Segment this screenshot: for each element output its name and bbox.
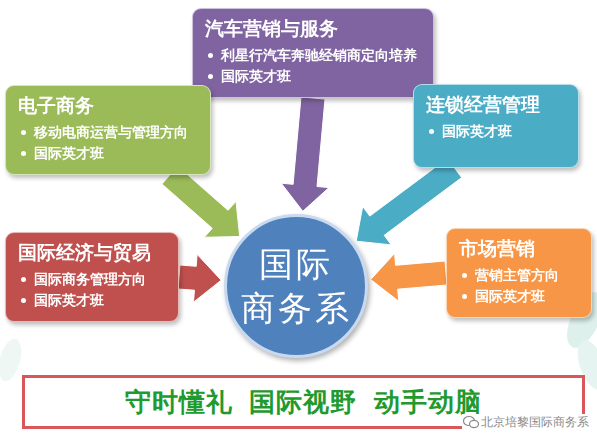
motto-text: 守时懂礼 国际视野 动手动脑 xyxy=(125,385,481,420)
box-heading: 市场营销 xyxy=(459,235,581,261)
circle-label: 国际 商务系 xyxy=(240,242,352,330)
block-arrow xyxy=(356,158,462,245)
center-circle: 国际 商务系 xyxy=(224,214,368,358)
box-heading: 国际经济与贸易 xyxy=(18,239,168,265)
bullet-item: 国际英才班 xyxy=(18,143,200,164)
bullet-dot xyxy=(208,74,213,79)
bullet-item: 利星行汽车奔驰经销商定向培养 xyxy=(205,45,423,66)
bullet-item: 营销主管方向 xyxy=(459,265,581,286)
block-arrow xyxy=(281,97,329,211)
bullet-dot xyxy=(21,277,26,282)
major-box: 汽车营销与服务利星行汽车奔驰经销商定向培养国际英才班 xyxy=(192,8,434,98)
box-heading: 汽车营销与服务 xyxy=(205,15,423,41)
bullet-item: 移动电商运营与管理方向 xyxy=(18,122,200,143)
block-arrow xyxy=(178,254,221,302)
bullet-item: 国际英才班 xyxy=(18,290,168,311)
block-arrow xyxy=(371,253,447,301)
block-arrow xyxy=(162,166,240,237)
bullet-dot xyxy=(21,130,26,135)
bullet-item: 国际商务管理方向 xyxy=(18,269,168,290)
bullet-item: 国际英才班 xyxy=(459,286,581,307)
bullet-dot xyxy=(462,294,467,299)
bullet-dot xyxy=(21,151,26,156)
bullet-item: 国际英才班 xyxy=(426,121,568,142)
box-heading: 连锁经营管理 xyxy=(426,91,568,117)
major-box: 国际经济与贸易国际商务管理方向国际英才班 xyxy=(5,232,179,322)
bullet-dot xyxy=(208,53,213,58)
watermark: 北京培黎国际商务系 xyxy=(462,414,591,430)
bullet-dot xyxy=(21,298,26,303)
bullet-dot xyxy=(429,129,434,134)
wechat-icon xyxy=(463,415,479,429)
box-heading: 电子商务 xyxy=(18,92,200,118)
major-box: 市场营销营销主管方向国际英才班 xyxy=(446,228,592,318)
bullet-dot xyxy=(462,273,467,278)
bullet-item: 国际英才班 xyxy=(205,66,423,87)
major-box: 连锁经营管理国际英才班 xyxy=(413,84,579,168)
major-box: 电子商务移动电商运营与管理方向国际英才班 xyxy=(5,85,211,175)
